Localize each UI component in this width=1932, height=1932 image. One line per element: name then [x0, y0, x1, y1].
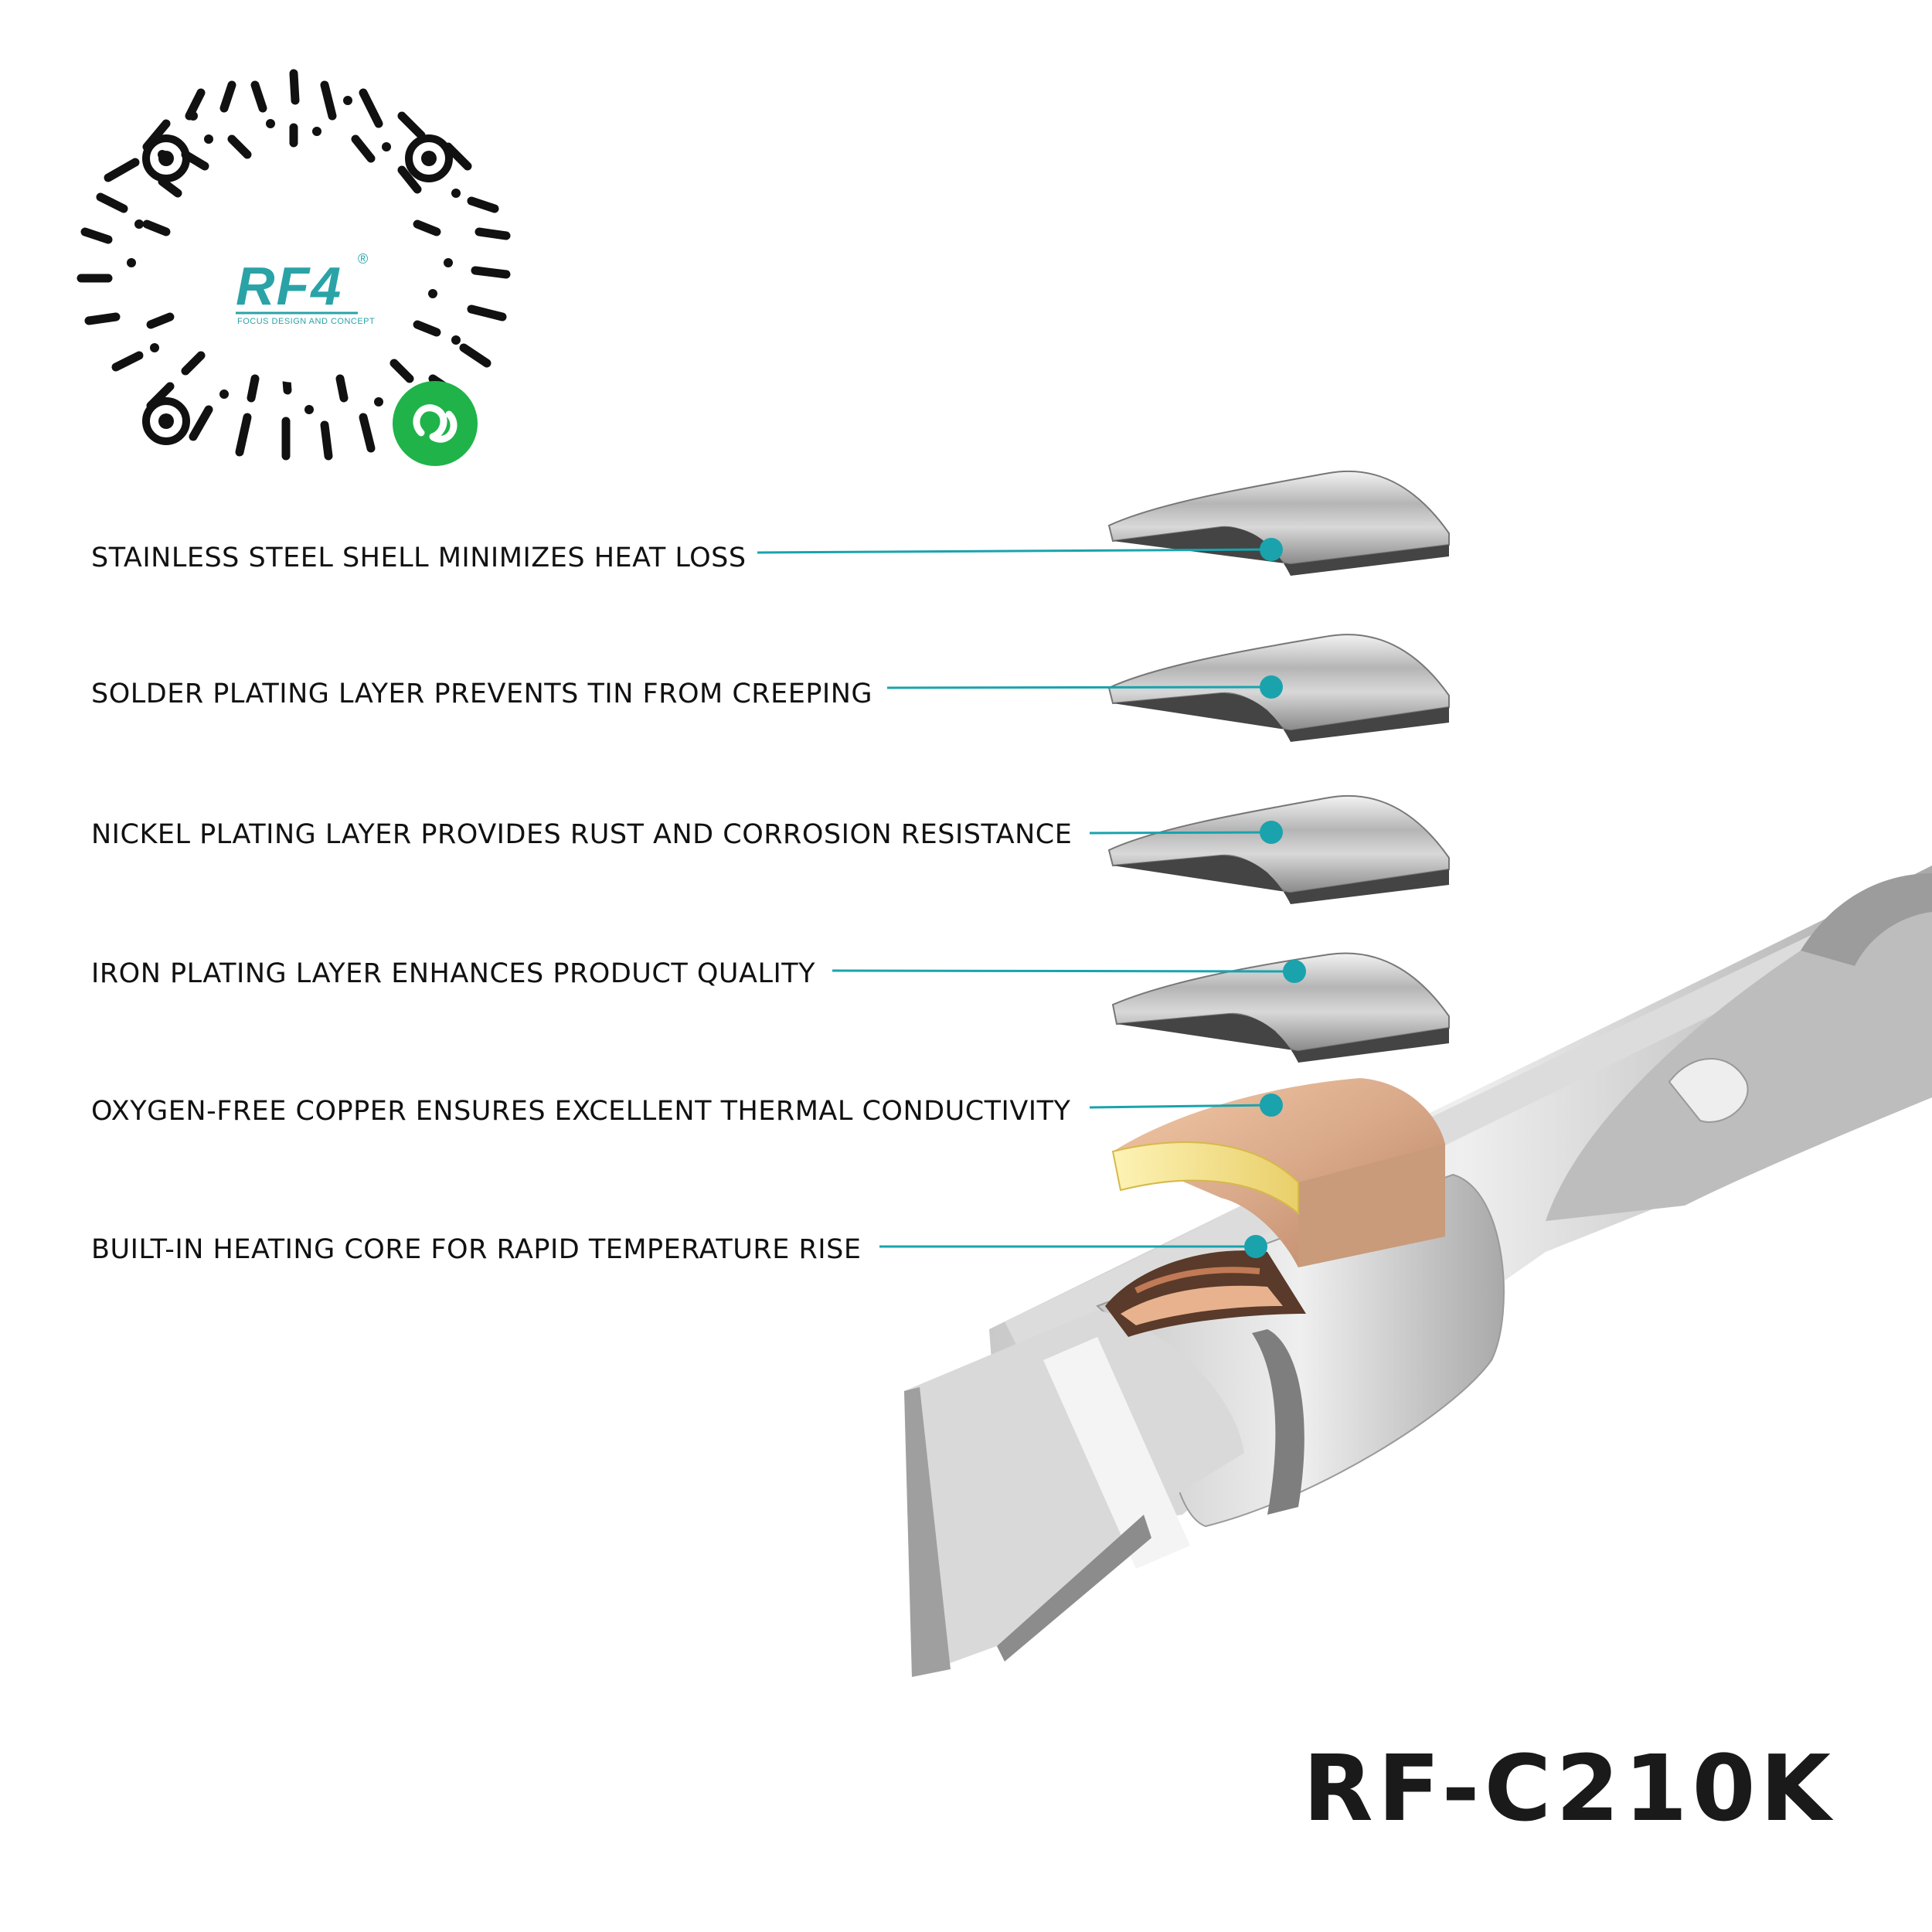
label-oxygen-free-copper: OXYGEN-FREE COPPER ENSURES EXCELLENT THE… [91, 1096, 1071, 1127]
layer-nickel-plating [1107, 794, 1450, 904]
label-stainless-shell: STAINLESS STEEL SHELL MINIMIZES HEAT LOS… [91, 543, 747, 573]
leader-lines [757, 538, 1306, 1258]
label-iron-plating: IRON PLATING LAYER ENHANCES PRODUCT QUAL… [91, 958, 816, 989]
mini-program-link-icon [393, 381, 478, 466]
product-model: RF-C210K [1302, 1735, 1835, 1842]
layer-iron-plating [1111, 952, 1450, 1063]
copper-layer [1111, 1078, 1445, 1267]
brand-tagline: FOCUS DESIGN AND CONCEPT [237, 317, 376, 326]
soldering-tip-body [904, 866, 1932, 1677]
label-heating-core: BUILT-IN HEATING CORE FOR RAPID TEMPERAT… [91, 1234, 862, 1265]
mini-program-code [77, 69, 514, 506]
brand-logo-text: RF4 [236, 256, 343, 316]
heating-core [1105, 1250, 1306, 1337]
registered-mark: ® [358, 251, 369, 267]
label-solder-plating: SOLDER PLATING LAYER PREVENTS TIN FROM C… [91, 679, 873, 709]
layer-stainless-shell [1107, 470, 1450, 576]
label-nickel-plating: NICKEL PLATING LAYER PROVIDES RUST AND C… [91, 819, 1073, 850]
